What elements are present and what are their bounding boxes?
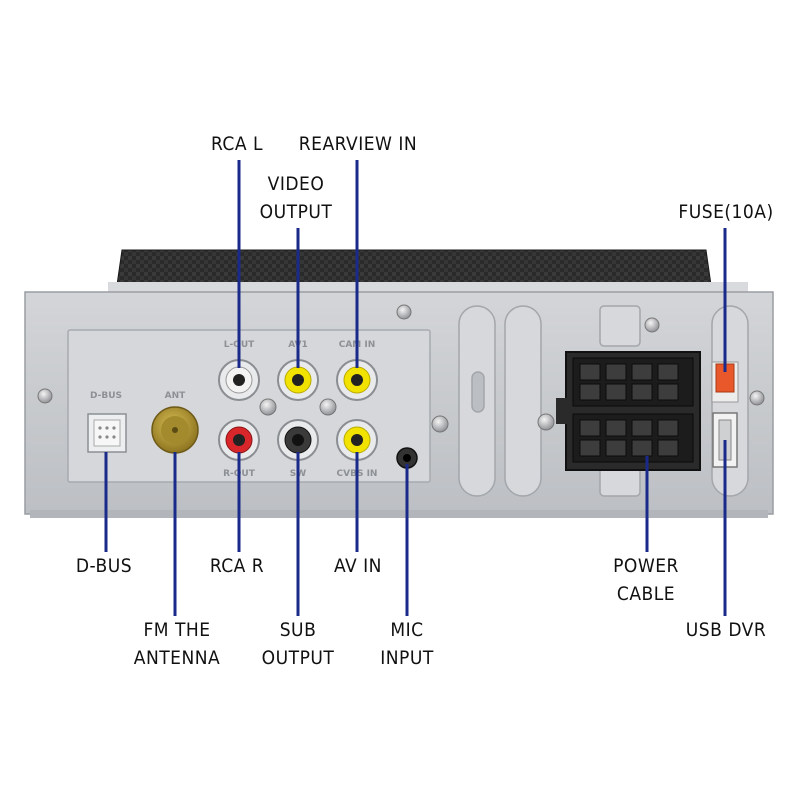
label-fuse: FUSE(10A) xyxy=(678,201,774,223)
panel-screws xyxy=(37,304,765,433)
marking-dbus: D-BUS xyxy=(90,391,122,401)
label-mic-input: MIC INPUT xyxy=(380,619,434,669)
iso-power-connector xyxy=(556,351,701,471)
label-rca-l: RCA L xyxy=(210,133,264,155)
label-rca-r: RCA R xyxy=(209,555,265,577)
connector-plate xyxy=(67,329,431,483)
dbus-connector xyxy=(87,413,127,453)
panel-bottom-lip xyxy=(30,510,768,518)
housing-bracket xyxy=(108,282,748,294)
label-video-output: VIDEO OUTPUT xyxy=(259,173,333,223)
label-power-cable: POWER CABLE xyxy=(613,555,679,605)
rca-jack-sw xyxy=(277,419,319,461)
label-av-in: AV IN xyxy=(334,555,382,577)
label-usb-dvr: USB DVR xyxy=(685,619,767,641)
rca-jack-av1 xyxy=(277,359,319,401)
marking-ant: ANT xyxy=(165,391,186,401)
rca-jack-cam-in xyxy=(336,359,378,401)
label-d-bus: D-BUS xyxy=(75,555,133,577)
label-fm-antenna: FM THE ANTENNA xyxy=(133,619,221,669)
label-rearview-in: REARVIEW IN xyxy=(298,133,418,155)
mic-input-jack xyxy=(396,447,418,469)
fm-antenna-connector xyxy=(151,406,199,454)
label-sub-output: SUB OUTPUT xyxy=(261,619,335,669)
fuse-10a xyxy=(711,361,739,403)
